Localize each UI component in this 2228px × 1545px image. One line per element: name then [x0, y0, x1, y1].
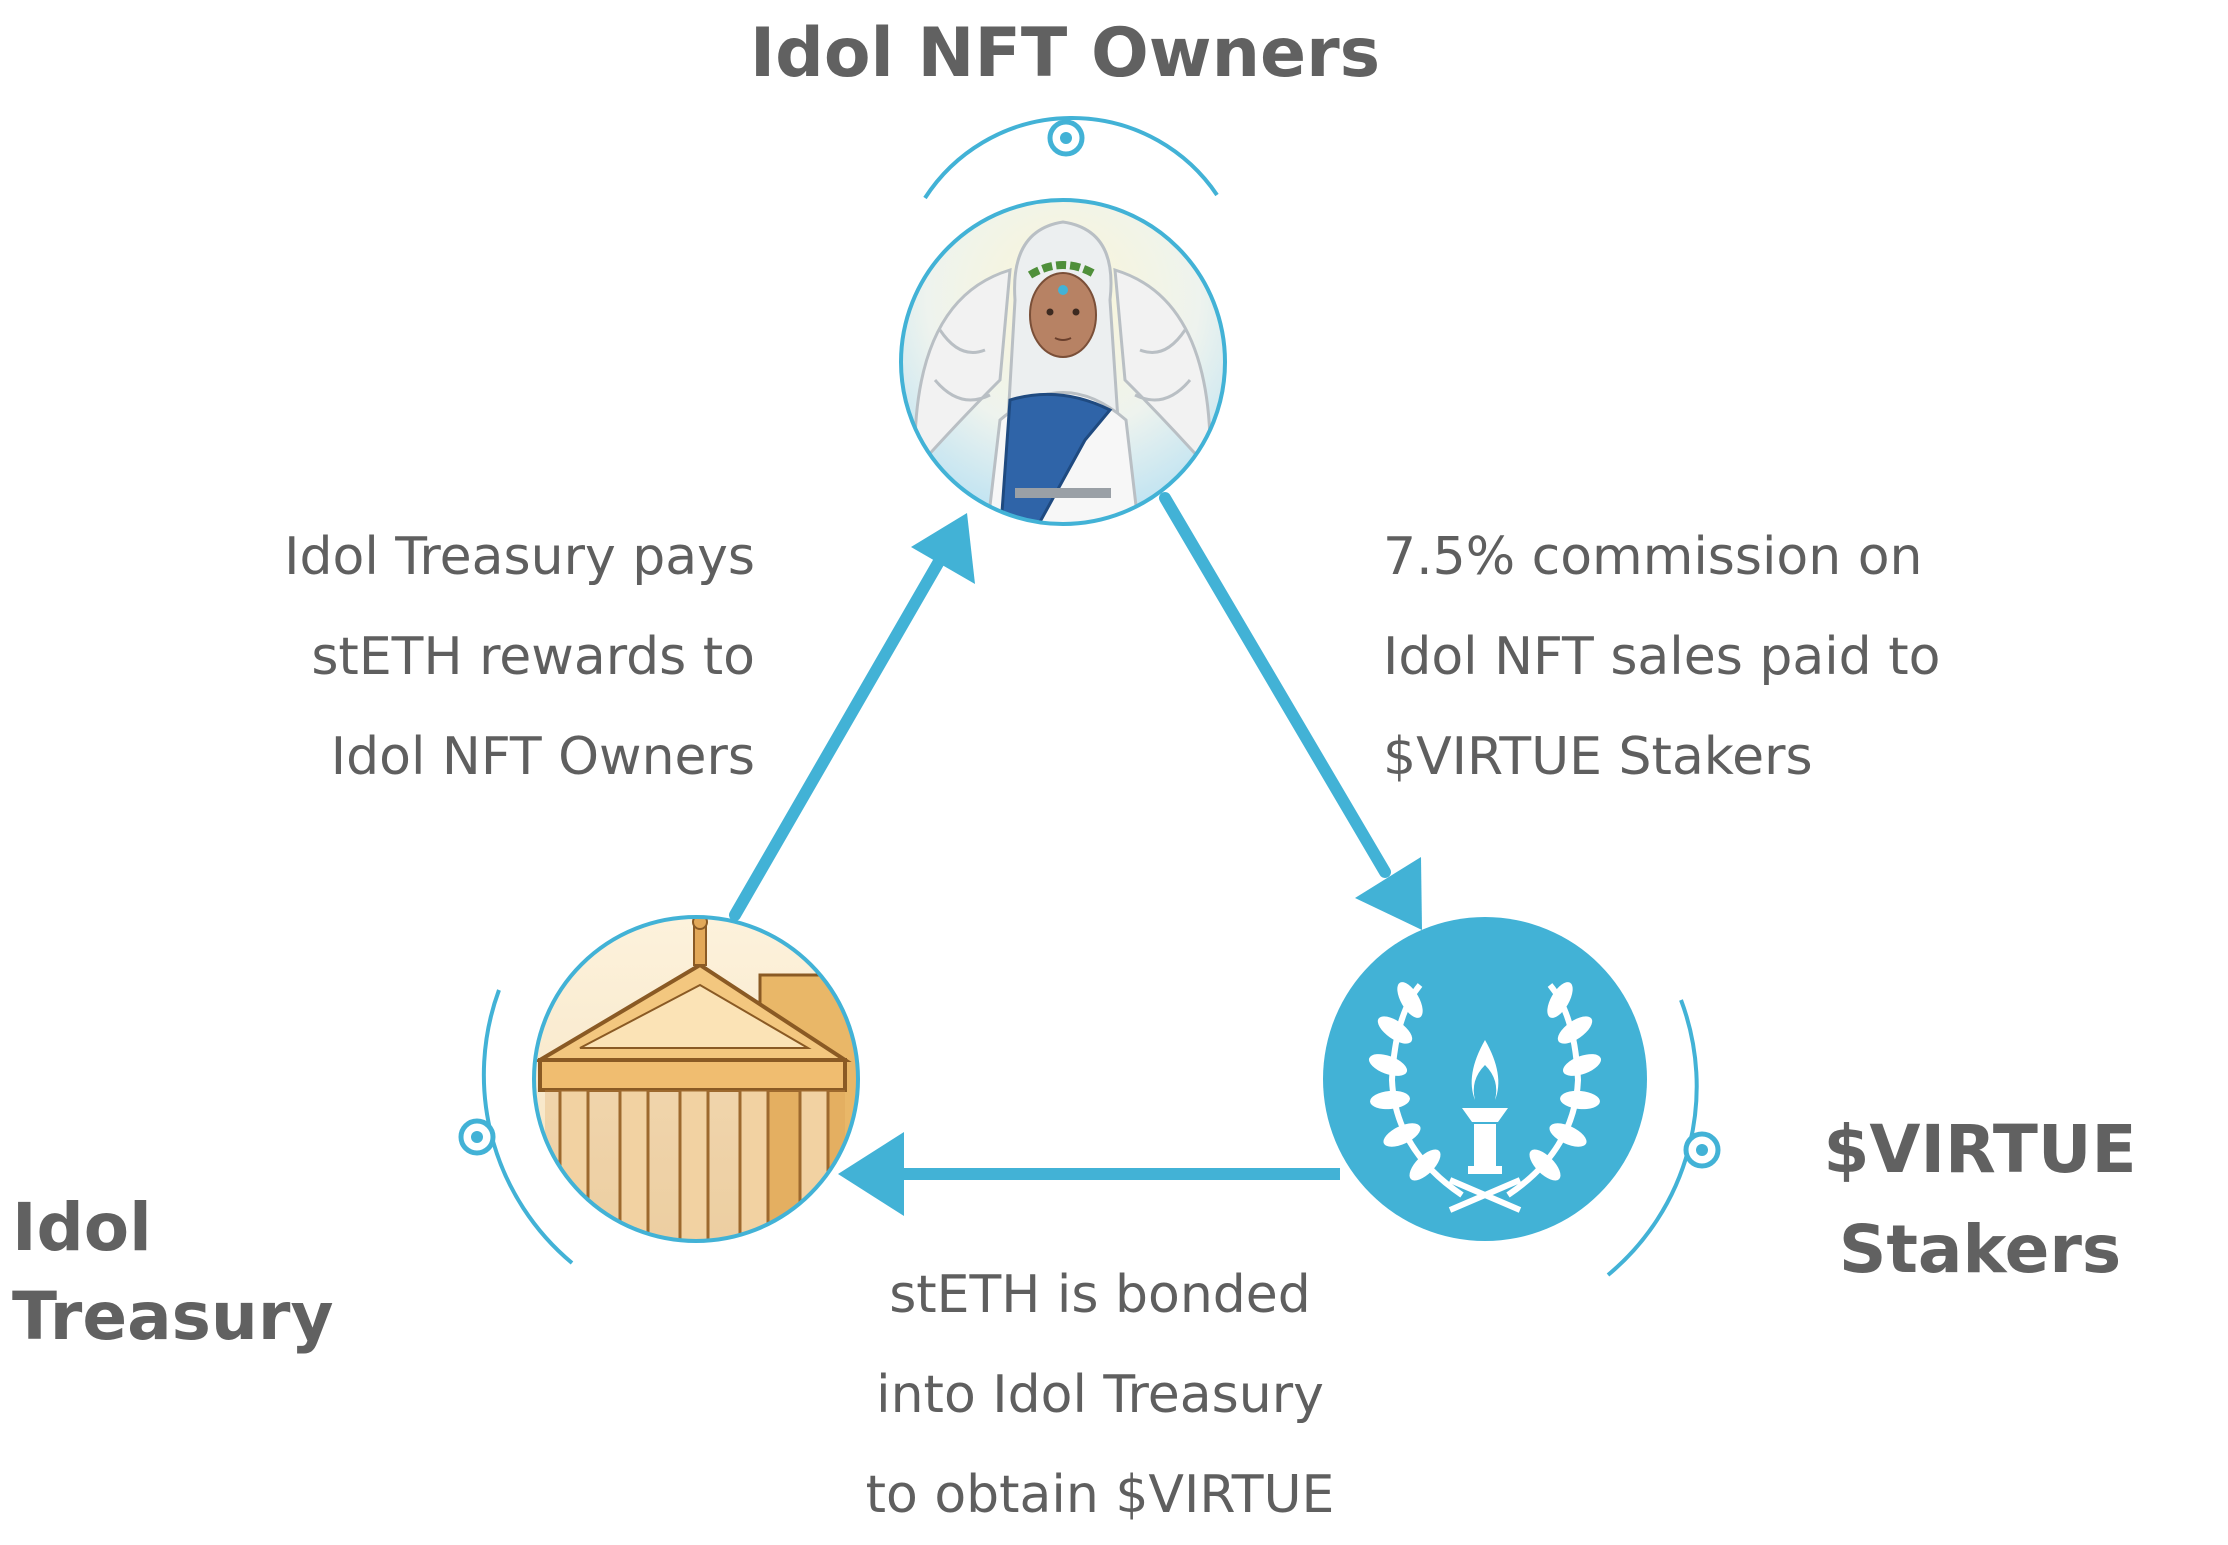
flow-text-stakers-to-treasury: stETH is bonded into Idol Treasury to ob… — [740, 1245, 1460, 1545]
arrow-owners-to-stakers — [1159, 492, 1422, 930]
flow-line: to obtain $VIRTUE — [865, 1465, 1335, 1525]
temple-icon — [532, 915, 860, 1243]
stakers-title: $VIRTUE Stakers — [1823, 1111, 2137, 1288]
flow-line: 7.5% commission on — [1383, 527, 1923, 587]
flow-line: Idol Treasury pays — [284, 527, 755, 587]
flow-line: $VIRTUE Stakers — [1383, 727, 1813, 787]
flow-line: into Idol Treasury — [876, 1365, 1324, 1425]
arrow-stakers-to-treasury — [838, 1132, 1340, 1216]
flow-line: Idol NFT sales paid to — [1383, 627, 1941, 687]
angel-portrait-icon — [899, 198, 1227, 526]
flow-text-treasury-to-owners: Idol Treasury pays stETH rewards to Idol… — [140, 507, 755, 807]
treasury-orbit-arc — [458, 989, 574, 1265]
owners-title: Idol NFT Owners — [749, 14, 1381, 93]
flow-line: Idol NFT Owners — [330, 727, 755, 787]
flow-line: stETH is bonded — [889, 1265, 1311, 1325]
stakers-orbit-arc — [1606, 999, 1721, 1277]
flow-line: stETH rewards to — [311, 627, 755, 687]
owners-orbit-arc — [923, 115, 1219, 200]
arrow-treasury-to-owners — [729, 513, 975, 921]
flow-text-owners-to-stakers: 7.5% commission on Idol NFT sales paid t… — [1383, 507, 2163, 807]
treasury-title: Idol Treasury — [12, 1189, 334, 1356]
laurel-torch-icon — [1323, 917, 1647, 1241]
